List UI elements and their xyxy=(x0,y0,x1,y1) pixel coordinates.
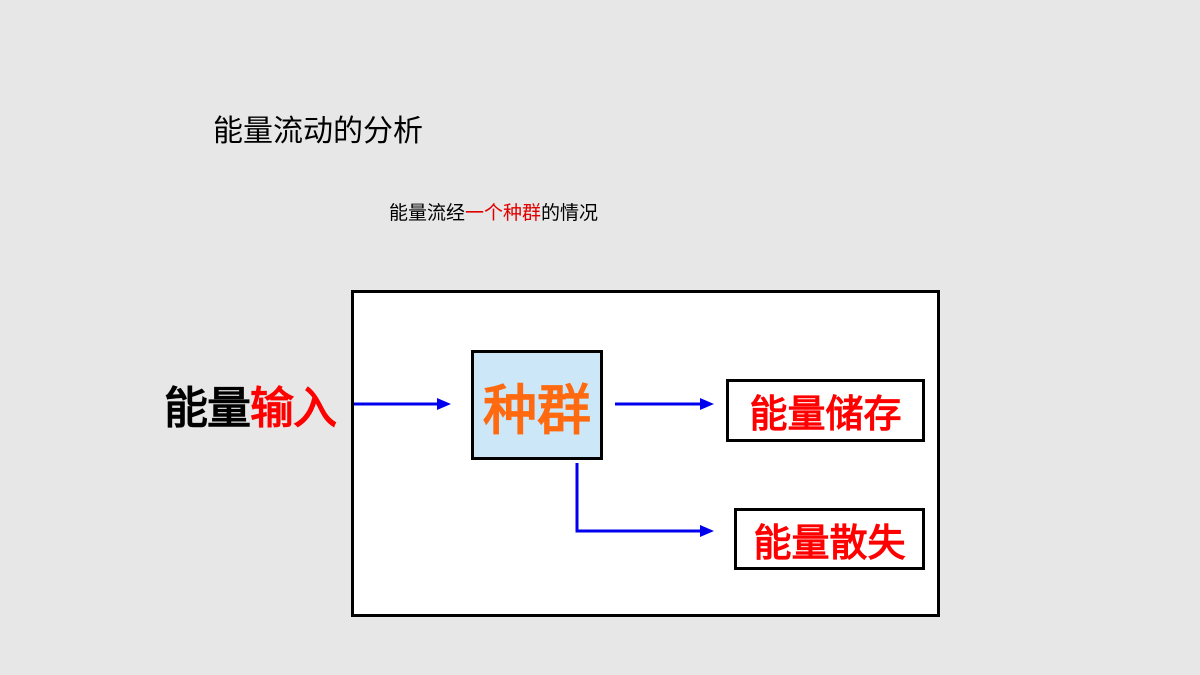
page-title: 能量流动的分析 xyxy=(213,114,423,149)
energy-storage-label: 能量储存 xyxy=(749,391,902,436)
energy-input-label-black: 能量 xyxy=(164,383,251,434)
population-box: 种群 xyxy=(471,350,603,460)
population-label: 种群 xyxy=(483,377,591,442)
subtitle-prefix: 能量流经 xyxy=(389,202,466,224)
energy-input-label-red: 输入 xyxy=(250,383,337,434)
energy-loss-label: 能量散失 xyxy=(753,519,906,565)
energy-loss-box: 能量散失 xyxy=(734,508,925,570)
subtitle: 能量流经一个种群的情况 xyxy=(389,198,598,225)
subtitle-suffix: 的情况 xyxy=(541,202,599,224)
energy-input-label: 能量输入 xyxy=(164,372,337,436)
energy-storage-box: 能量储存 xyxy=(726,379,925,442)
subtitle-highlight: 一个种群 xyxy=(465,202,542,224)
